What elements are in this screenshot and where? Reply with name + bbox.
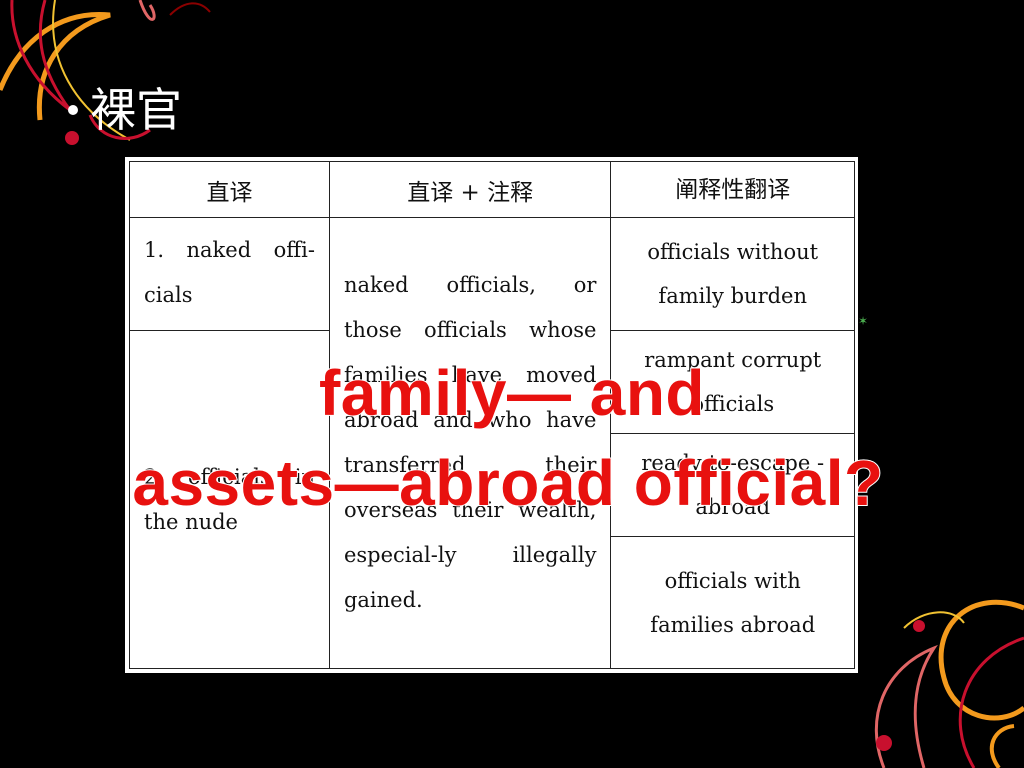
- interpretive-cell-3: ready-to-escape -abroad: [610, 433, 855, 537]
- swirl-decoration-top-left: [0, 0, 211, 145]
- bullet-dot: [68, 105, 78, 115]
- table-row: ready-to-escape -abroad: [130, 433, 855, 537]
- interpretive-cell-4: officials with families abroad: [610, 536, 855, 669]
- header-literal-annotation: 直译 + 注释: [328, 161, 612, 218]
- bullet-heading: 裸官: [68, 80, 182, 140]
- interpretive-cell-1: officials without family burden: [610, 217, 855, 331]
- star-mark-icon: ✶: [858, 314, 869, 328]
- translation-table: 直译 直译 + 注释 阐释性翻译 1. naked offi-cials nak…: [129, 161, 855, 669]
- interpretive-cell-2: rampant corrupt officials: [610, 330, 855, 434]
- overlay-text-line-2: assets—abroad official?: [131, 446, 884, 520]
- header-interpretive: 阐释性翻译: [610, 161, 855, 218]
- table-row: 1. naked offi-cials naked officials, or …: [129, 217, 855, 669]
- table-header-row: 直译 直译 + 注释 阐释性翻译: [129, 161, 855, 218]
- table-row: officials with families abroad: [130, 536, 855, 669]
- header-literal: 直译: [129, 161, 330, 218]
- literal-cell-2: 2. officials in the nude: [129, 330, 330, 669]
- literal-cell-1: 1. naked offi-cials: [129, 217, 330, 331]
- translation-table-image: 直译 直译 + 注释 阐释性翻译 1. naked offi-cials nak…: [125, 157, 868, 673]
- bullet-text: 裸官: [90, 83, 182, 137]
- overlay-text-line-1: family— and: [318, 356, 706, 430]
- annotation-cell: naked officials, or those officials whos…: [328, 217, 612, 669]
- table-row: 2. officials in the nude rampant corrupt…: [129, 330, 855, 669]
- swirl-decoration-bottom-right: [874, 600, 1024, 768]
